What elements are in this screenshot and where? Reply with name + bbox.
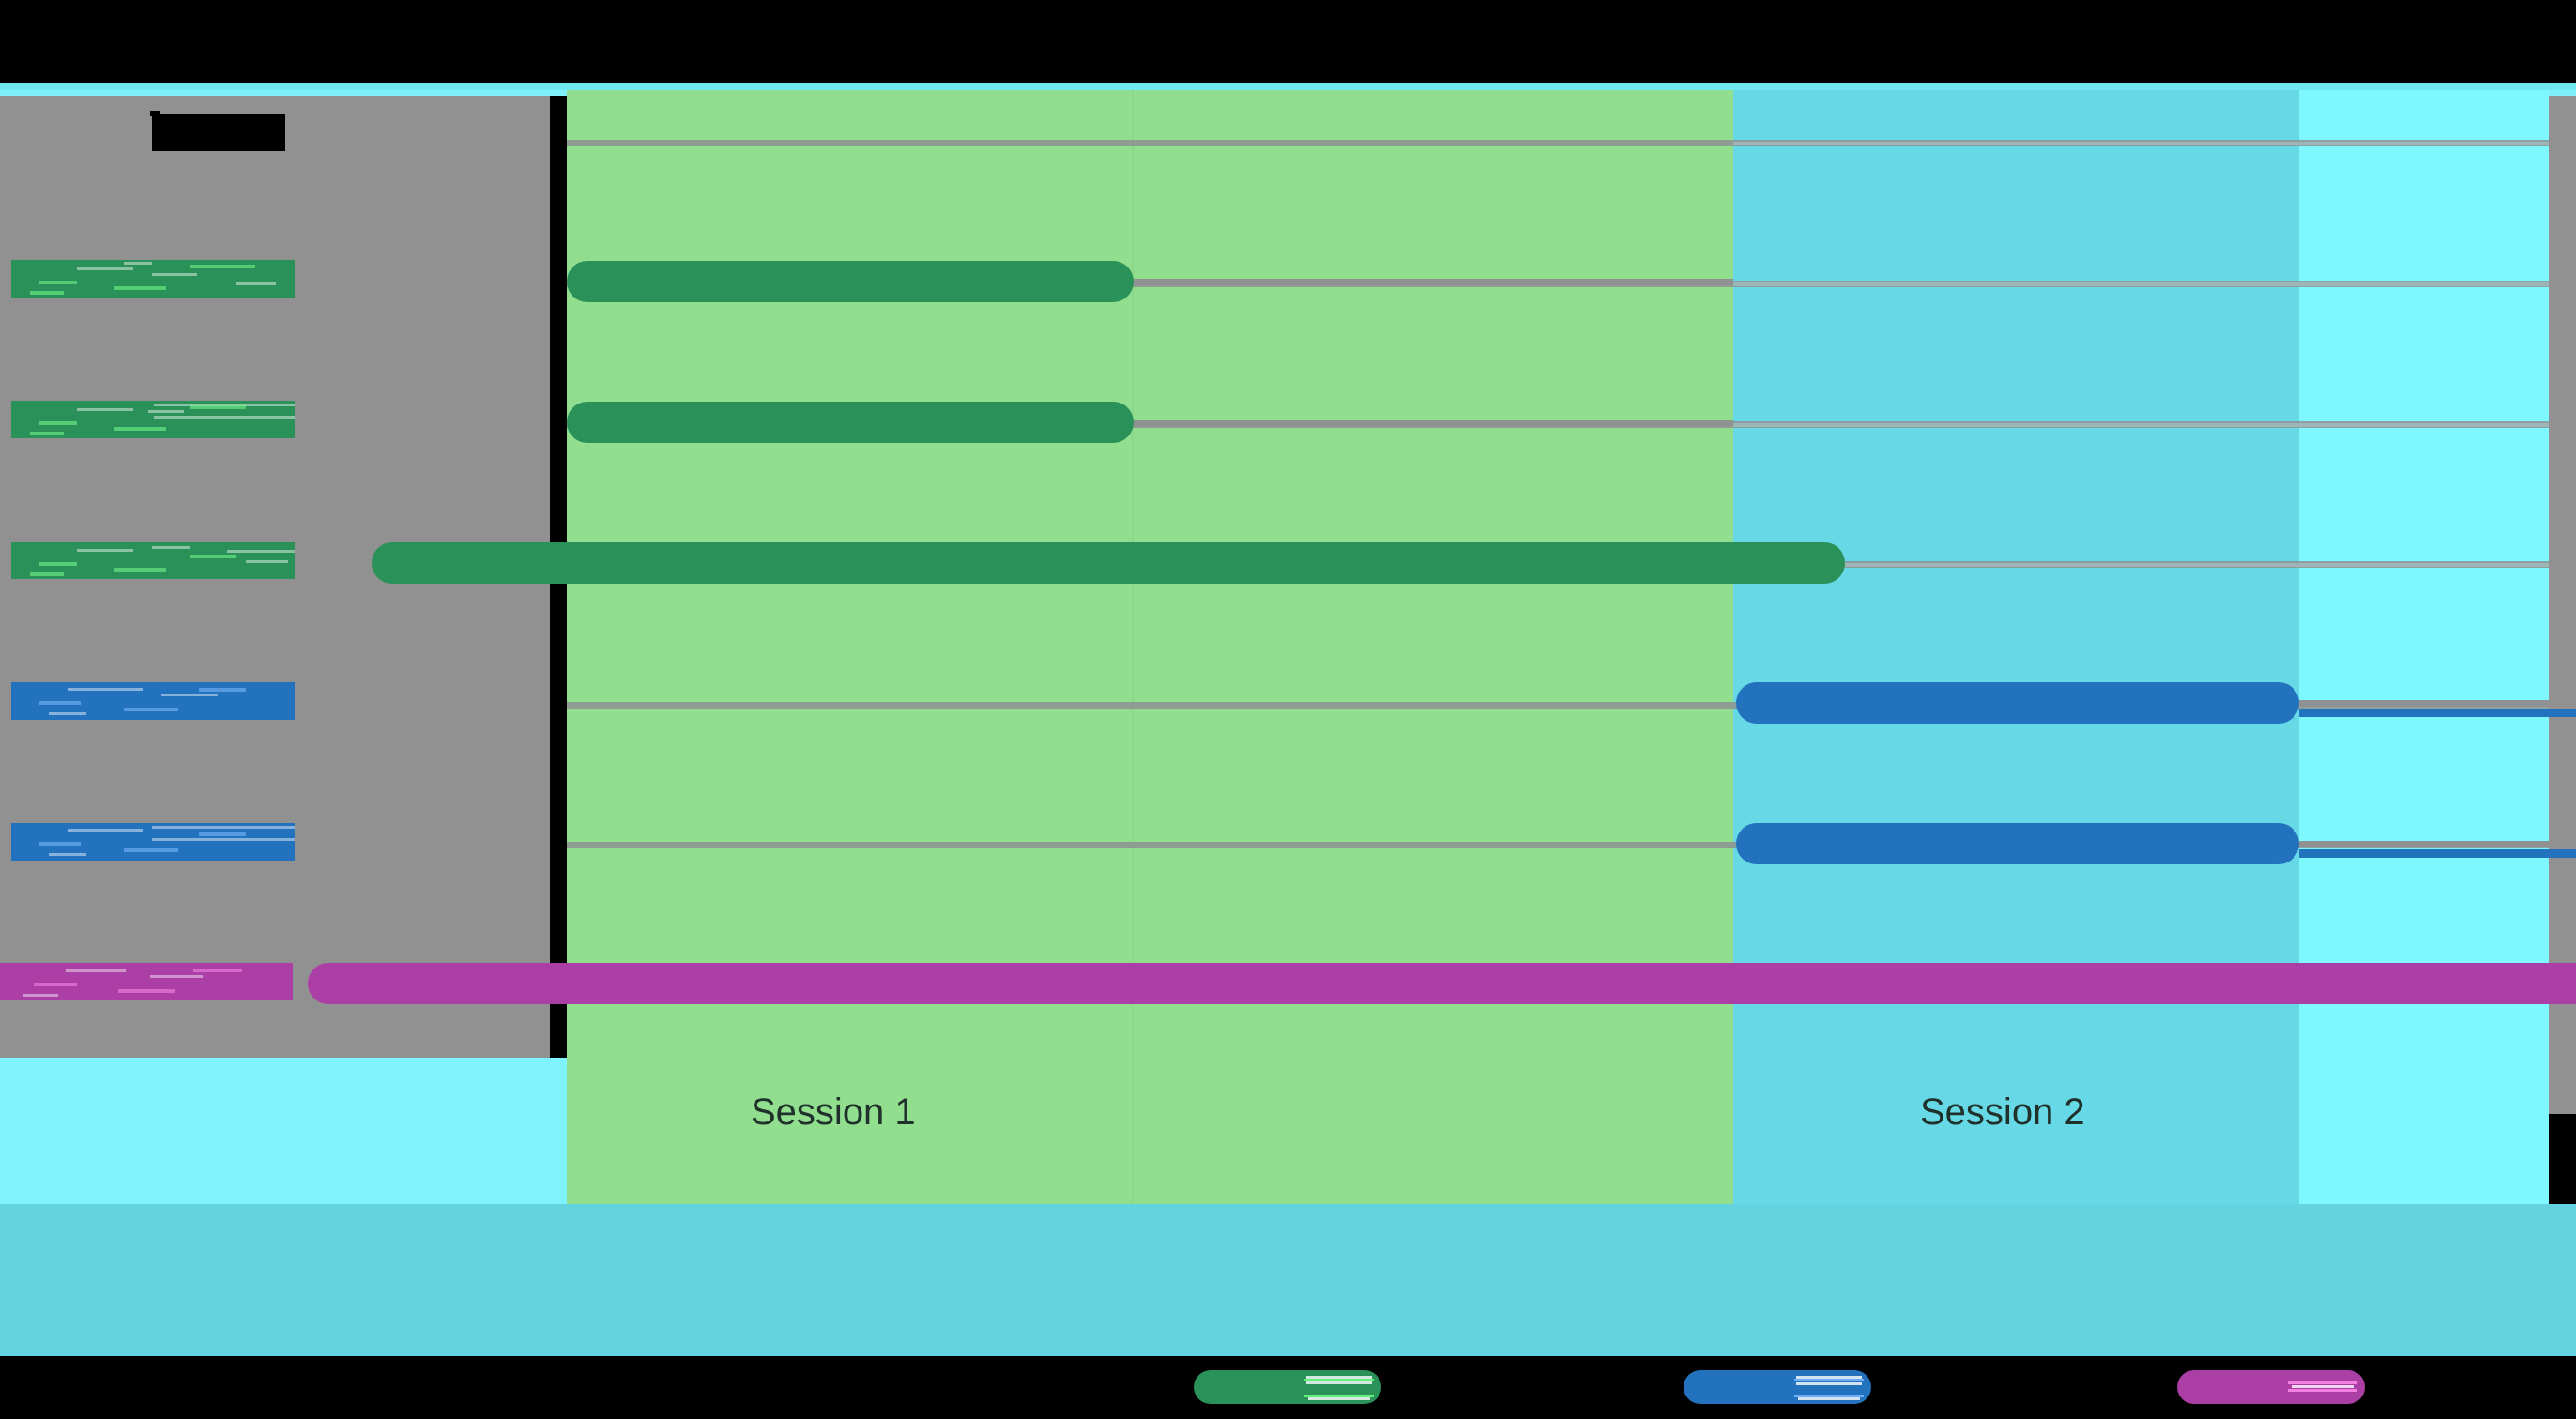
task-label-row-3 [11,682,295,720]
task-bar-row-4[interactable] [1736,823,2299,864]
task-bar-row-2[interactable] [372,542,1845,584]
task-tail-row-3 [2299,700,2549,707]
session-band-1 [567,90,1733,1204]
chart-title-redacted-tick [150,111,160,116]
bottom-panel [0,1204,2576,1356]
redaction-pattern [11,682,295,720]
legend-swatch-green[interactable] [1194,1370,1381,1404]
chart-title-redacted [152,114,285,151]
session-2-caption: Session 2 [1920,1091,2085,1133]
task-bar-row-3[interactable] [1736,682,2299,724]
redaction-pattern [0,963,293,1000]
redaction-pattern [11,542,295,579]
gridline-2-light [1733,423,2549,427]
gridline-5 [567,842,2549,848]
redaction-pattern [11,401,295,438]
task-label-row-4 [11,823,295,861]
task-label-row-1 [11,401,295,438]
left-footer-block [0,1058,567,1204]
right-edge-pane [2549,96,2576,1114]
task-label-row-0 [11,260,295,298]
redaction-pattern [11,823,295,861]
legend-swatch-blue[interactable] [1684,1370,1871,1404]
task-label-row-5 [0,963,293,1000]
redaction-pattern [11,260,295,298]
legend-swatch-magenta[interactable] [2177,1370,2365,1404]
top-cyan-rule [0,83,2576,90]
gridline-0 [567,140,2549,146]
gridline-1-light [1733,282,2549,286]
session-1-caption: Session 1 [751,1091,916,1133]
session-band-3 [2299,90,2549,1204]
task-bar-row-1[interactable] [567,402,1134,443]
task-bar-row-0[interactable] [567,261,1134,302]
task-bar-row-5[interactable] [308,963,2576,1004]
gridline-4 [567,702,2549,709]
task-tail-row-4 [2299,841,2549,847]
task-tail-row-1 [1134,420,1733,426]
task-tail-row-3b [2299,709,2576,717]
session-1-divider [1132,90,1134,1204]
session-band-2 [1733,90,2299,1204]
task-tail-row-0 [1134,279,1733,285]
gridline-0-light [1733,142,2549,145]
task-label-row-2 [11,542,295,579]
gridline-3-light [1845,563,2549,567]
task-tail-row-4b [2299,849,2576,858]
